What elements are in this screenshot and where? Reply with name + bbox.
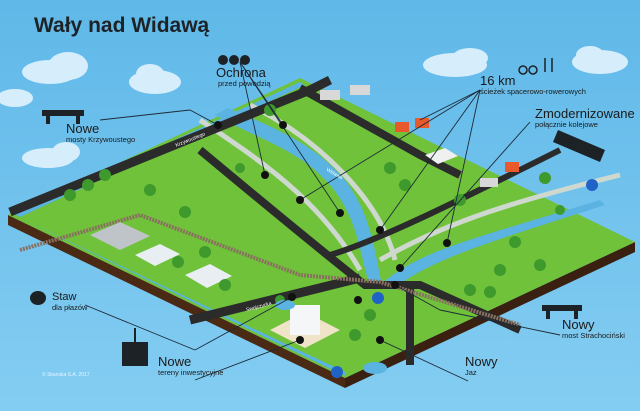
clouds (0, 46, 628, 168)
railway (19, 212, 521, 327)
label-sciezki-title: 16 km (480, 73, 516, 88)
label-jaz-subtitle: Jaz (465, 367, 477, 377)
label-most: Nowy most Strachociński (562, 318, 625, 340)
leader-lines (84, 61, 561, 382)
label-staw-title: Staw (52, 291, 77, 303)
label-ochrona: Ochrona przed powodzią (216, 66, 271, 88)
label-mosty-title: Nowe (66, 121, 100, 136)
label-most-subtitle: most Strachociński (562, 330, 625, 340)
money-bags-icon (218, 55, 250, 65)
label-most-title: Nowy (562, 317, 595, 332)
page-title: Wały nad Widawą (34, 14, 210, 37)
frog-icon (30, 291, 46, 305)
label-staw: Staw dla płazów (52, 291, 88, 312)
label-tereny: Nowe tereny inwestycyjne (158, 355, 223, 377)
crane-building-icon (122, 328, 148, 366)
label-jaz-title: Nowy (465, 354, 498, 369)
cyclist-walkers-icon (518, 58, 553, 75)
label-kolej: Zmodernizowane połącznie kolejowe (535, 107, 635, 129)
marker-dots (214, 121, 451, 344)
train-icon (553, 130, 605, 162)
bridge-icon (42, 110, 84, 124)
bridge-icon (542, 305, 582, 319)
label-kolej-subtitle: połącznie kolejowe (535, 119, 598, 129)
label-kolej-title: Zmodernizowane (535, 106, 635, 121)
label-sciezki: 16 km ścieżek spacerowo-rowerowych (480, 74, 586, 96)
label-tereny-subtitle: tereny inwestycyjne (158, 367, 224, 377)
label-ochrona-title: Ochrona (216, 65, 266, 80)
label-jaz: Nowy Jaz (465, 355, 498, 377)
label-ochrona-subtitle: przed powodzią (218, 78, 271, 88)
board-side-left (8, 215, 345, 388)
label-mosty-subtitle: mosty Krzywoustego (66, 134, 136, 144)
trees (64, 104, 565, 341)
label-staw-subtitle: dla płazów (52, 302, 88, 312)
buildings (90, 85, 519, 348)
bike-path-signs (331, 179, 598, 378)
label-sciezki-subtitle: ścieżek spacerowo-rowerowych (480, 86, 586, 96)
river-widawa (215, 108, 382, 285)
label-mosty: Nowe mosty Krzywoustego (66, 122, 135, 144)
copyright: © Skanska S.A. 2017 (42, 372, 90, 378)
label-tereny-title: Nowe (158, 354, 192, 369)
